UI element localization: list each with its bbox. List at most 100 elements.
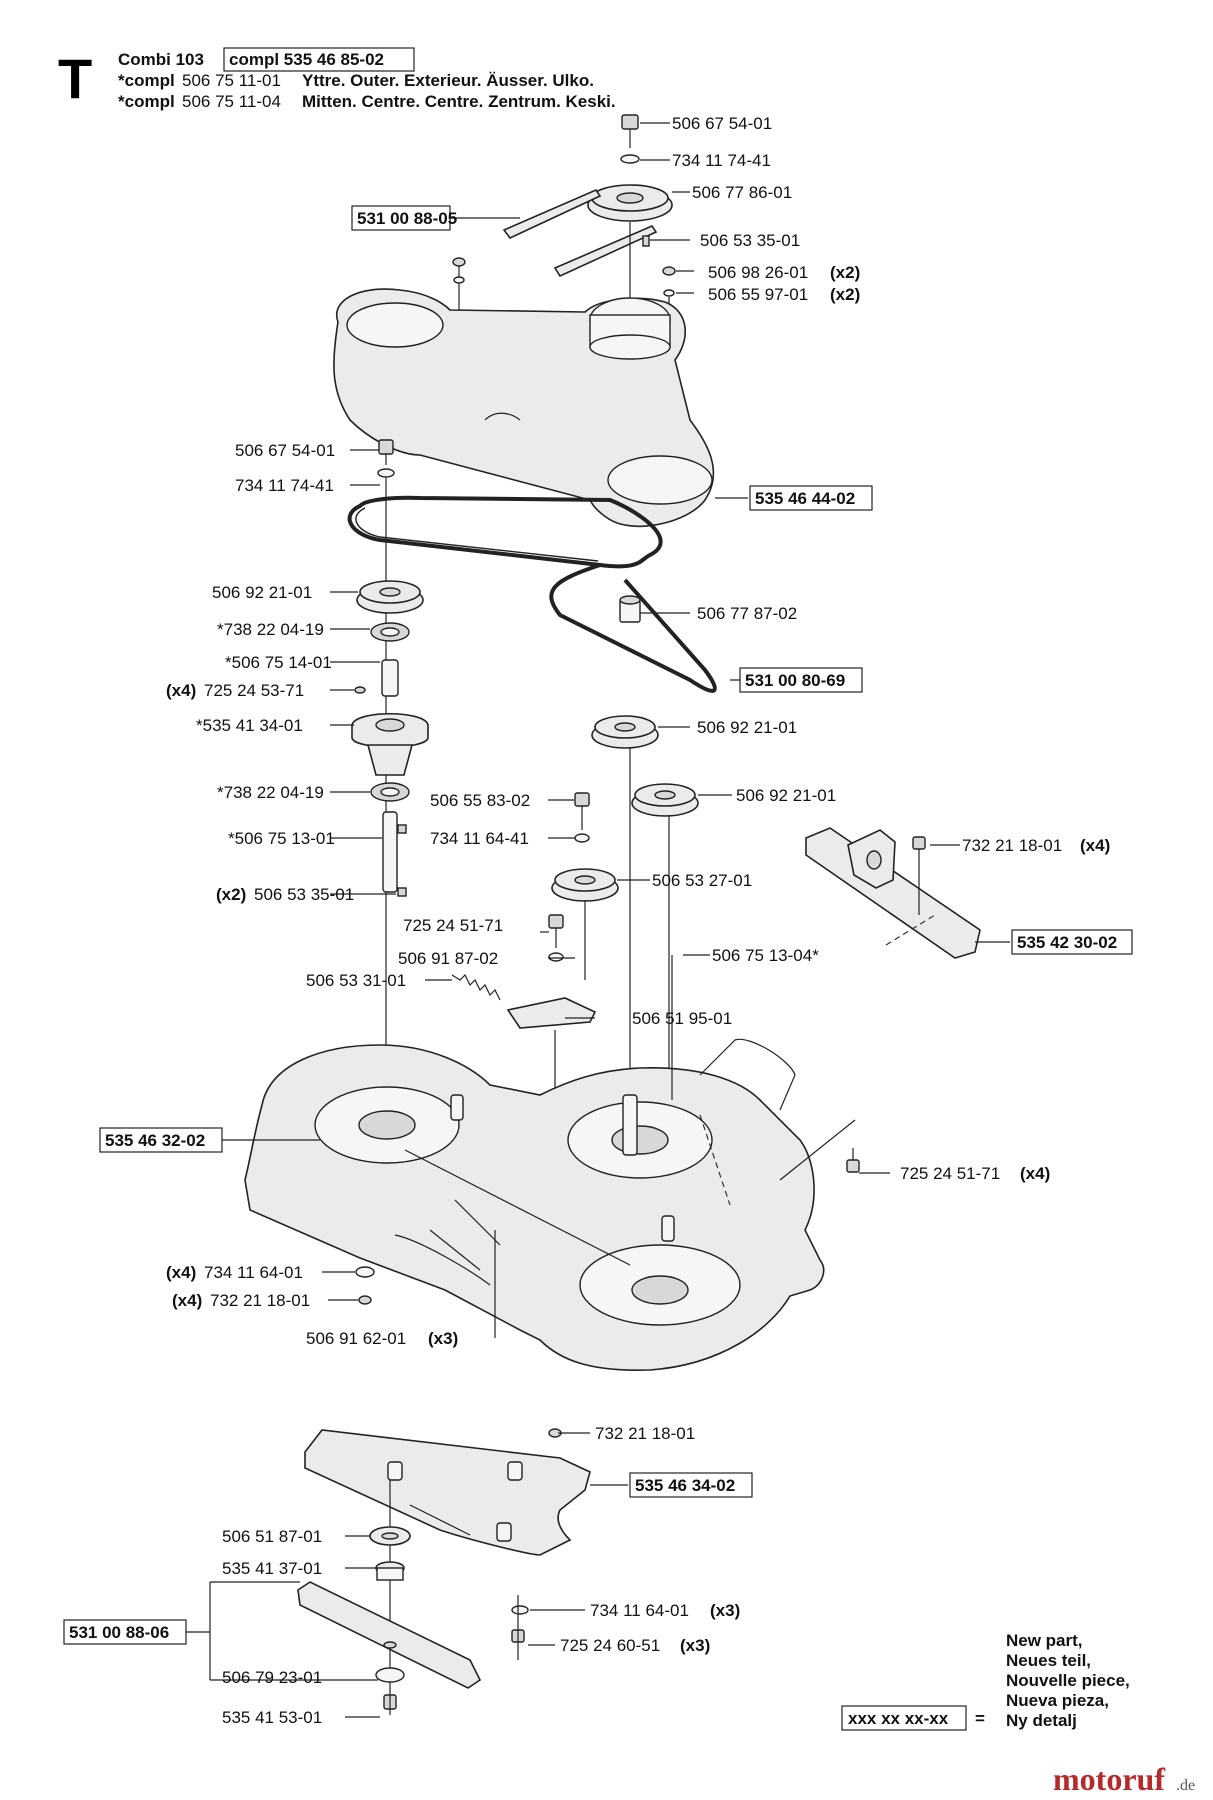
label-p34: 725 24 51-71 (900, 1164, 1000, 1183)
idler-pulleys (451, 595, 699, 1165)
label-p16: 531 00 80-69 (745, 671, 845, 690)
label-p27: 725 24 51-71 (403, 916, 503, 935)
baffle-plate (304, 1429, 591, 1556)
key-top (642, 235, 650, 247)
label-p41: 535 41 37-01 (222, 1559, 322, 1578)
label-p23: *506 75 13-01 (228, 829, 335, 848)
label-p26: 506 53 35-01 (254, 885, 354, 904)
mower-deck (244, 1038, 825, 1372)
bolt-top (621, 114, 639, 130)
label-p1: 506 67 54-01 (672, 114, 772, 133)
legend-line4: Nueva pieza, (1006, 1691, 1109, 1710)
blade (297, 1581, 482, 1689)
label-p12: 506 77 87-02 (697, 604, 797, 623)
label-p8: 506 67 54-01 (235, 441, 335, 460)
legend-line1: New part, (1006, 1631, 1083, 1650)
label-p6: 506 98 26-01 (708, 263, 808, 282)
label-p42-qty: (x3) (710, 1601, 740, 1620)
label-p10: 535 46 44-02 (755, 489, 855, 508)
label-p28: 535 42 30-02 (1017, 933, 1117, 952)
header-line3-num: 506 75 11-04 (182, 92, 281, 111)
label-p22: 732 21 18-01 (962, 836, 1062, 855)
watermark: motoruf .de (1053, 1761, 1195, 1797)
legend-eq: = (975, 1709, 985, 1728)
leader-lines (186, 122, 1010, 1718)
label-p32: 506 51 95-01 (632, 1009, 732, 1028)
header-compl-box (223, 47, 415, 72)
spring (451, 973, 501, 1001)
label-p6-qty: (x2) (830, 263, 860, 282)
nut-deck (358, 1295, 372, 1305)
legend-code-box (841, 1705, 967, 1731)
tension-arm (506, 997, 597, 1029)
v-belt (347, 495, 717, 693)
label-p36-qty: (x4) (172, 1291, 202, 1310)
header-line2-num: 506 75 11-01 (182, 71, 281, 90)
label-p9: 734 11 74-41 (235, 476, 334, 495)
deck-bolt-right (779, 1119, 860, 1181)
label-p15: 725 24 53-71 (204, 681, 304, 700)
belt-strip-1 (502, 188, 602, 239)
section-letter: T (58, 47, 92, 110)
label-p26-qty: (x2) (216, 885, 246, 904)
label-p24: 734 11 64-41 (430, 829, 529, 848)
washer-deck (355, 1266, 375, 1278)
header-line3-desc: Mitten. Centre. Centre. Zentrum. Keski. (302, 92, 616, 111)
belt-strip-2 (553, 225, 658, 278)
label-p37: 506 91 62-01 (306, 1329, 406, 1348)
lower-spindle-parts (297, 1480, 529, 1715)
part-labels: 506 67 54-01 734 11 74-41 506 77 86-01 5… (63, 114, 1133, 1727)
label-p37-qty: (x3) (428, 1329, 458, 1348)
label-p2: 734 11 74-41 (672, 151, 771, 170)
label-p14: *506 75 14-01 (225, 653, 332, 672)
label-p22-qty: (x4) (1080, 836, 1110, 855)
label-p19: *738 22 04-19 (217, 783, 324, 802)
label-p44-qty: (x3) (680, 1636, 710, 1655)
label-p11: 506 92 21-01 (212, 583, 312, 602)
label-p33: 535 46 32-02 (105, 1131, 205, 1150)
label-p36: 732 21 18-01 (210, 1291, 310, 1310)
label-p34-qty: (x4) (1020, 1164, 1050, 1183)
belt-cover (333, 288, 715, 528)
label-p3: 506 77 86-01 (692, 183, 792, 202)
header-line2-prefix: *compl (118, 71, 175, 90)
label-p18: 506 92 21-01 (697, 718, 797, 737)
label-p46: 535 41 53-01 (222, 1708, 322, 1727)
label-p7: 506 55 97-01 (708, 285, 808, 304)
label-p20: 506 55 83-02 (430, 791, 530, 810)
legend-line3: Nouvelle piece, (1006, 1671, 1130, 1690)
top-pulley-assembly (502, 114, 673, 345)
header-model: Combi 103 (118, 50, 204, 69)
label-p15-qty: (x4) (166, 681, 196, 700)
label-p35-qty: (x4) (166, 1263, 196, 1282)
legend-code: xxx xx xx-xx (848, 1709, 949, 1728)
label-p43: 531 00 88-06 (69, 1623, 169, 1642)
label-p29: 506 91 87-02 (398, 949, 498, 968)
label-p7-qty: (x2) (830, 285, 860, 304)
label-p44: 725 24 60-51 (560, 1636, 660, 1655)
label-p39: 535 46 34-02 (635, 1476, 735, 1495)
label-p4: 531 00 88-05 (357, 209, 457, 228)
label-p42: 734 11 64-01 (590, 1601, 689, 1620)
label-p45: 506 79 23-01 (222, 1668, 322, 1687)
legend-line5: Ny detalj (1006, 1711, 1077, 1730)
label-p30: 506 75 13-04* (712, 946, 819, 965)
label-p5: 506 53 35-01 (700, 231, 800, 250)
right-bracket (805, 827, 981, 959)
label-p31: 506 53 31-01 (306, 971, 406, 990)
watermark-brand: motoruf (1053, 1761, 1165, 1797)
watermark-tld: .de (1176, 1777, 1195, 1794)
left-spindle-assembly (351, 439, 429, 1100)
label-p17: *535 41 34-01 (196, 716, 303, 735)
label-p25: 506 53 27-01 (652, 871, 752, 890)
legend-line2: Neues teil, (1006, 1651, 1091, 1670)
label-p13: *738 22 04-19 (217, 620, 324, 639)
label-p38: 732 21 18-01 (595, 1424, 695, 1443)
label-p35: 734 11 64-01 (204, 1263, 303, 1282)
header-line3-prefix: *compl (118, 92, 175, 111)
header-compl: compl 535 46 85-02 (229, 50, 384, 69)
header-line2-desc: Yttre. Outer. Exterieur. Äusser. Ulko. (302, 71, 594, 90)
legend: New part, Neues teil, Nouvelle piece, Nu… (841, 1631, 1130, 1731)
label-p40: 506 51 87-01 (222, 1527, 322, 1546)
